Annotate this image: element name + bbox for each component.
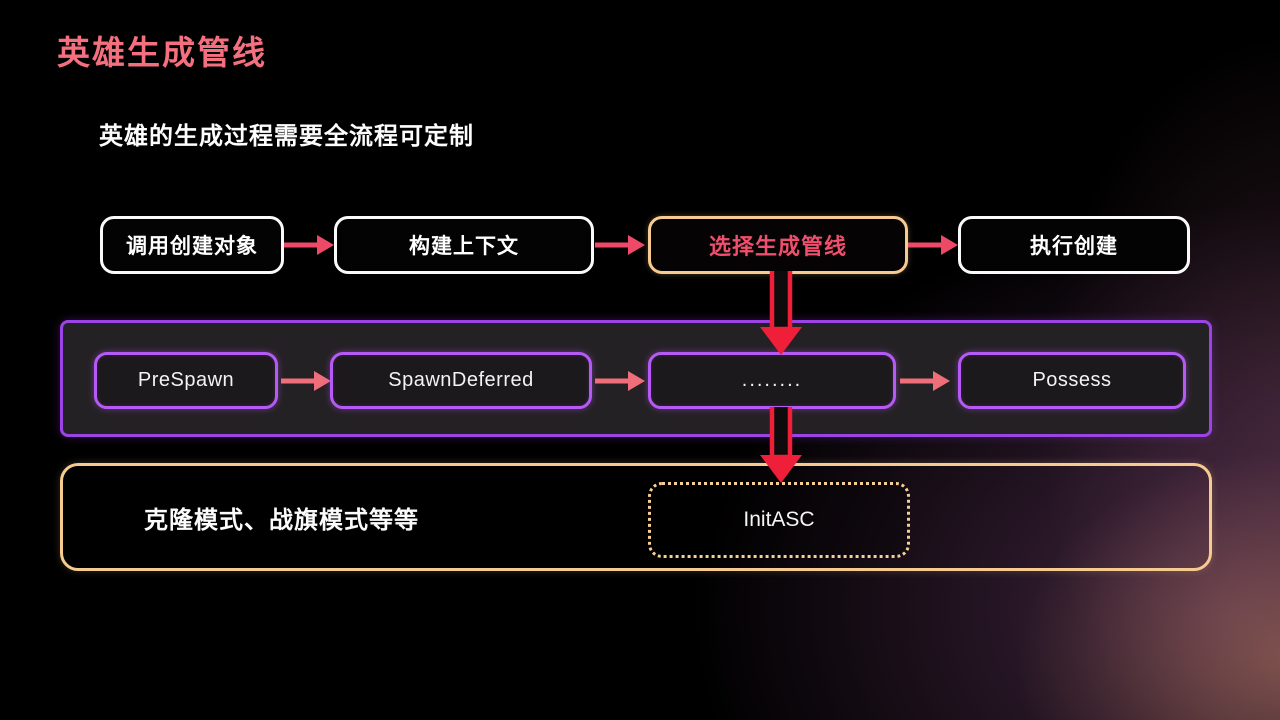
- arrow-right-icon: [908, 235, 958, 255]
- stage-possess: Possess: [958, 352, 1186, 409]
- stage-ellipsis: ........: [648, 352, 896, 409]
- slide-subtitle: 英雄的生成过程需要全流程可定制: [99, 123, 474, 150]
- init-asc-box: InitASC: [648, 482, 910, 558]
- arrow-right-icon: [284, 235, 334, 255]
- step-build-context: 构建上下文: [334, 216, 594, 274]
- step-call-create-object: 调用创建对象: [100, 216, 284, 274]
- step-select-pipeline: 选择生成管线: [648, 216, 908, 274]
- page-title: 英雄生成管线: [57, 34, 267, 71]
- arrow-right-icon: [595, 235, 645, 255]
- arrow-down-icon: [760, 271, 802, 355]
- arrow-down-icon: [760, 407, 802, 483]
- step-execute-create: 执行创建: [958, 216, 1190, 274]
- arrow-right-icon: [595, 371, 645, 391]
- stage-prespawn: PreSpawn: [94, 352, 278, 409]
- arrow-right-icon: [900, 371, 950, 391]
- stage-spawndeferred: SpawnDeferred: [330, 352, 592, 409]
- modes-caption: 克隆模式、战旗模式等等: [144, 506, 419, 534]
- modes-container: [60, 463, 1212, 571]
- arrow-right-icon: [281, 371, 331, 391]
